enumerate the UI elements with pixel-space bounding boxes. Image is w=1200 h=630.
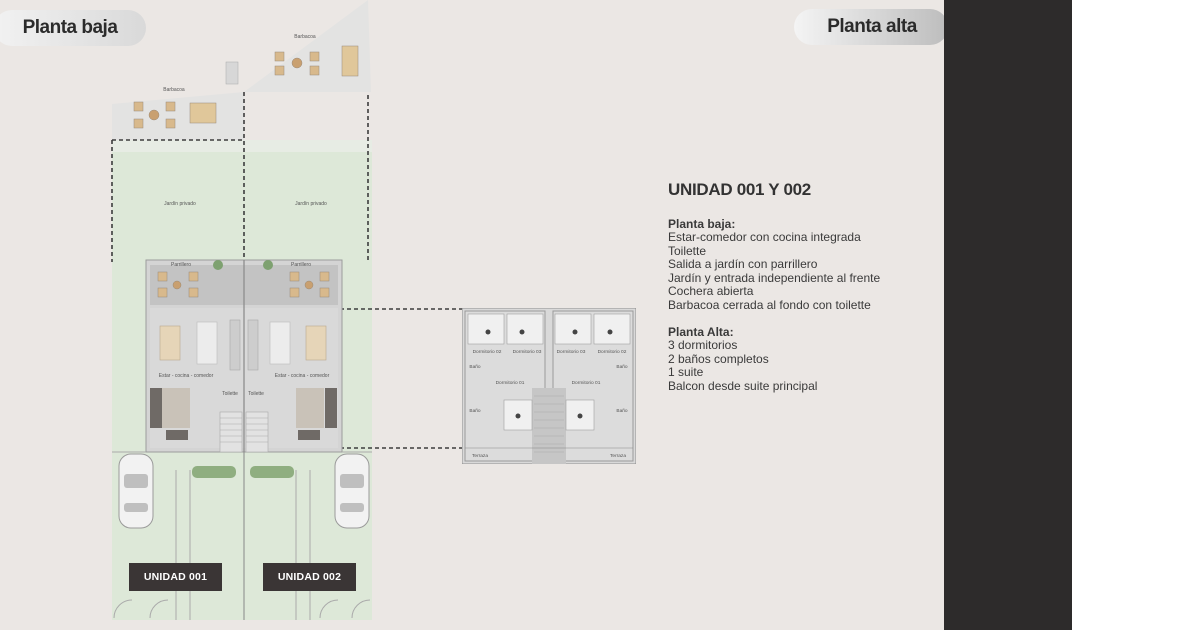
terraza-label: Terraza xyxy=(472,453,488,459)
plant-icon xyxy=(213,260,273,270)
toilette-label: Toilette xyxy=(248,391,264,397)
bano-label: Baño xyxy=(616,364,628,370)
planta-alta-section: Planta Alta: 3 dormitorios 2 baños compl… xyxy=(668,326,938,393)
toilette-label: Toilette xyxy=(222,391,238,397)
bano-label: Baño xyxy=(616,408,628,414)
jardin-label: Jardín privado xyxy=(295,201,327,207)
section-heading: Planta baja: xyxy=(668,217,736,231)
dormitorio-label: Dormitorio 01 xyxy=(496,380,525,386)
feature-item: 2 baños completos xyxy=(668,351,769,366)
dormitorio-label: Dormitorio 01 xyxy=(572,380,601,386)
planta-baja-section: Planta baja: Estar-comedor con cocina in… xyxy=(668,218,938,312)
bano-label: Baño xyxy=(469,364,481,370)
terraza-label: Terraza xyxy=(610,453,626,459)
dining-furniture xyxy=(159,319,327,371)
feature-item: Salida a jardín con parrillero xyxy=(668,257,818,271)
unit-002-label: UNIDAD 002 xyxy=(263,563,356,591)
ground-floor-plan: Barbacoa Barbacoa Jardín privado Jardín … xyxy=(111,34,462,620)
parrillero-label: Parrillero xyxy=(171,262,191,268)
barbacoa-label: Barbacoa xyxy=(163,87,185,93)
sofa-furniture xyxy=(150,388,337,440)
staircase xyxy=(219,411,269,453)
lot-lines xyxy=(112,451,372,620)
barbacoa-label: Barbacoa xyxy=(294,34,316,40)
feature-item: Balcon desde suite principal xyxy=(668,378,818,393)
description-title: UNIDAD 001 Y 002 xyxy=(668,180,811,199)
barbacoa-furniture xyxy=(133,101,217,129)
dormitorio-label: Dormitorio 02 xyxy=(598,349,627,355)
unit-001-label: UNIDAD 001 xyxy=(129,563,222,591)
car-icon xyxy=(118,453,154,529)
unit-description: UNIDAD 001 Y 002 Planta baja: Estar-come… xyxy=(668,180,938,407)
feature-item: Barbacoa cerrada al fondo con toilette xyxy=(668,297,871,312)
property-lines xyxy=(111,92,462,449)
jardin-label: Jardín privado xyxy=(164,201,196,207)
dormitorio-label: Dormitorio 03 xyxy=(557,349,586,355)
planta-baja-header: Planta baja xyxy=(0,10,146,46)
barbacoa-furniture xyxy=(225,45,359,85)
bano-label: Baño xyxy=(469,408,481,414)
feature-item: Estar-comedor con cocina integrada xyxy=(668,230,861,244)
hedge xyxy=(192,466,294,478)
feature-item: Cochera abierta xyxy=(668,284,754,298)
feature-item: Jardín y entrada independiente al frente xyxy=(668,270,881,285)
feature-item: 3 dormitorios xyxy=(668,338,738,352)
parrillero-furniture xyxy=(157,271,330,298)
estar-label: Estar - cocina - comedor xyxy=(159,373,214,379)
barbacoa-area xyxy=(112,92,244,140)
parrillero-label: Parrillero xyxy=(291,262,311,268)
dormitorio-label: Dormitorio 03 xyxy=(513,349,542,355)
upper-floor-plan: Dormitorio 02 Dormitorio 03 Dormitorio 0… xyxy=(462,308,636,464)
car-icon xyxy=(334,453,370,529)
feature-item: Toilette xyxy=(668,243,707,258)
dormitorio-label: Dormitorio 02 xyxy=(473,349,502,355)
side-panel xyxy=(944,0,1072,630)
feature-item: 1 suite xyxy=(668,365,704,379)
estar-label: Estar - cocina - comedor xyxy=(275,373,330,379)
planta-alta-header: Planta alta xyxy=(794,9,944,45)
section-heading: Planta Alta: xyxy=(668,325,734,339)
floor-plan-canvas: Planta baja Planta alta xyxy=(0,0,944,630)
